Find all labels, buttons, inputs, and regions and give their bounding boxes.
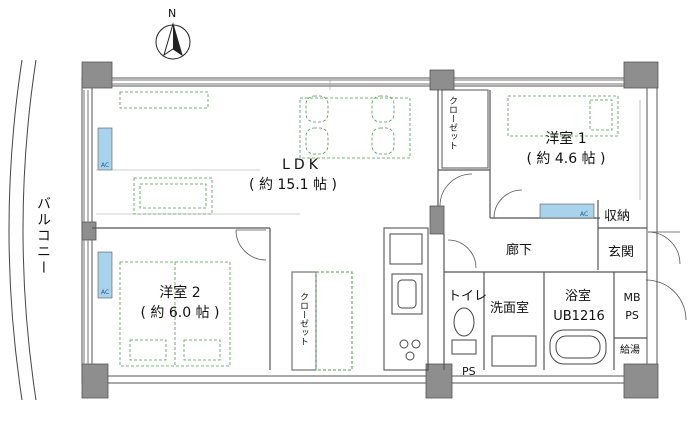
toilet-label: トイレ <box>448 289 488 304</box>
misc-lines <box>96 80 641 215</box>
balcony-outline <box>8 59 37 401</box>
entrance-label: 玄関 <box>608 245 635 260</box>
window-lines <box>83 79 624 364</box>
ldk-name: LDK <box>282 157 322 173</box>
ac-units <box>97 127 595 299</box>
north-arrow-icon <box>155 22 191 60</box>
bathroom-code: UB1216 <box>553 309 605 324</box>
balcony-label: バルコニー <box>35 196 51 276</box>
western2-bed <box>119 261 231 367</box>
outer-walls <box>81 77 658 384</box>
wall-columns <box>81 61 659 399</box>
hallway-label: 廊下 <box>506 243 533 258</box>
closet-mid-label: クローゼット <box>298 292 308 346</box>
ldk-furniture <box>119 91 411 215</box>
north-label: N <box>168 7 177 20</box>
ac-label-1: AC <box>101 162 110 169</box>
western1-size: ( 約 4.6 帖 ) <box>526 151 606 167</box>
bath-fixtures <box>451 307 607 367</box>
western2-size: ( 約 6.0 帖 ) <box>140 305 220 321</box>
closet-outlines <box>291 89 489 371</box>
mbps-line2: PS <box>625 309 639 322</box>
washroom-label: 洗面室 <box>490 301 530 316</box>
western1-name: 洋室 1 <box>545 131 587 147</box>
door-swings <box>235 173 687 321</box>
ac-label-3: AC <box>580 211 589 218</box>
ps-label: PS <box>462 365 476 378</box>
water-heater-label: 給湯 <box>620 345 640 356</box>
closet-top-label: クローゼット <box>447 96 457 150</box>
ldk-size: ( 約 15.1 帖 ) <box>249 177 337 193</box>
western1-desk <box>507 95 619 137</box>
bathroom-label: 浴室 <box>564 289 591 304</box>
kitchen-counter <box>383 227 429 371</box>
storage-label: 収納 <box>604 209 631 224</box>
western2-name: 洋室 2 <box>159 285 201 301</box>
interior-walls <box>92 90 647 370</box>
mbps-line1: MB <box>623 291 641 304</box>
ac-label-2: AC <box>101 289 110 296</box>
